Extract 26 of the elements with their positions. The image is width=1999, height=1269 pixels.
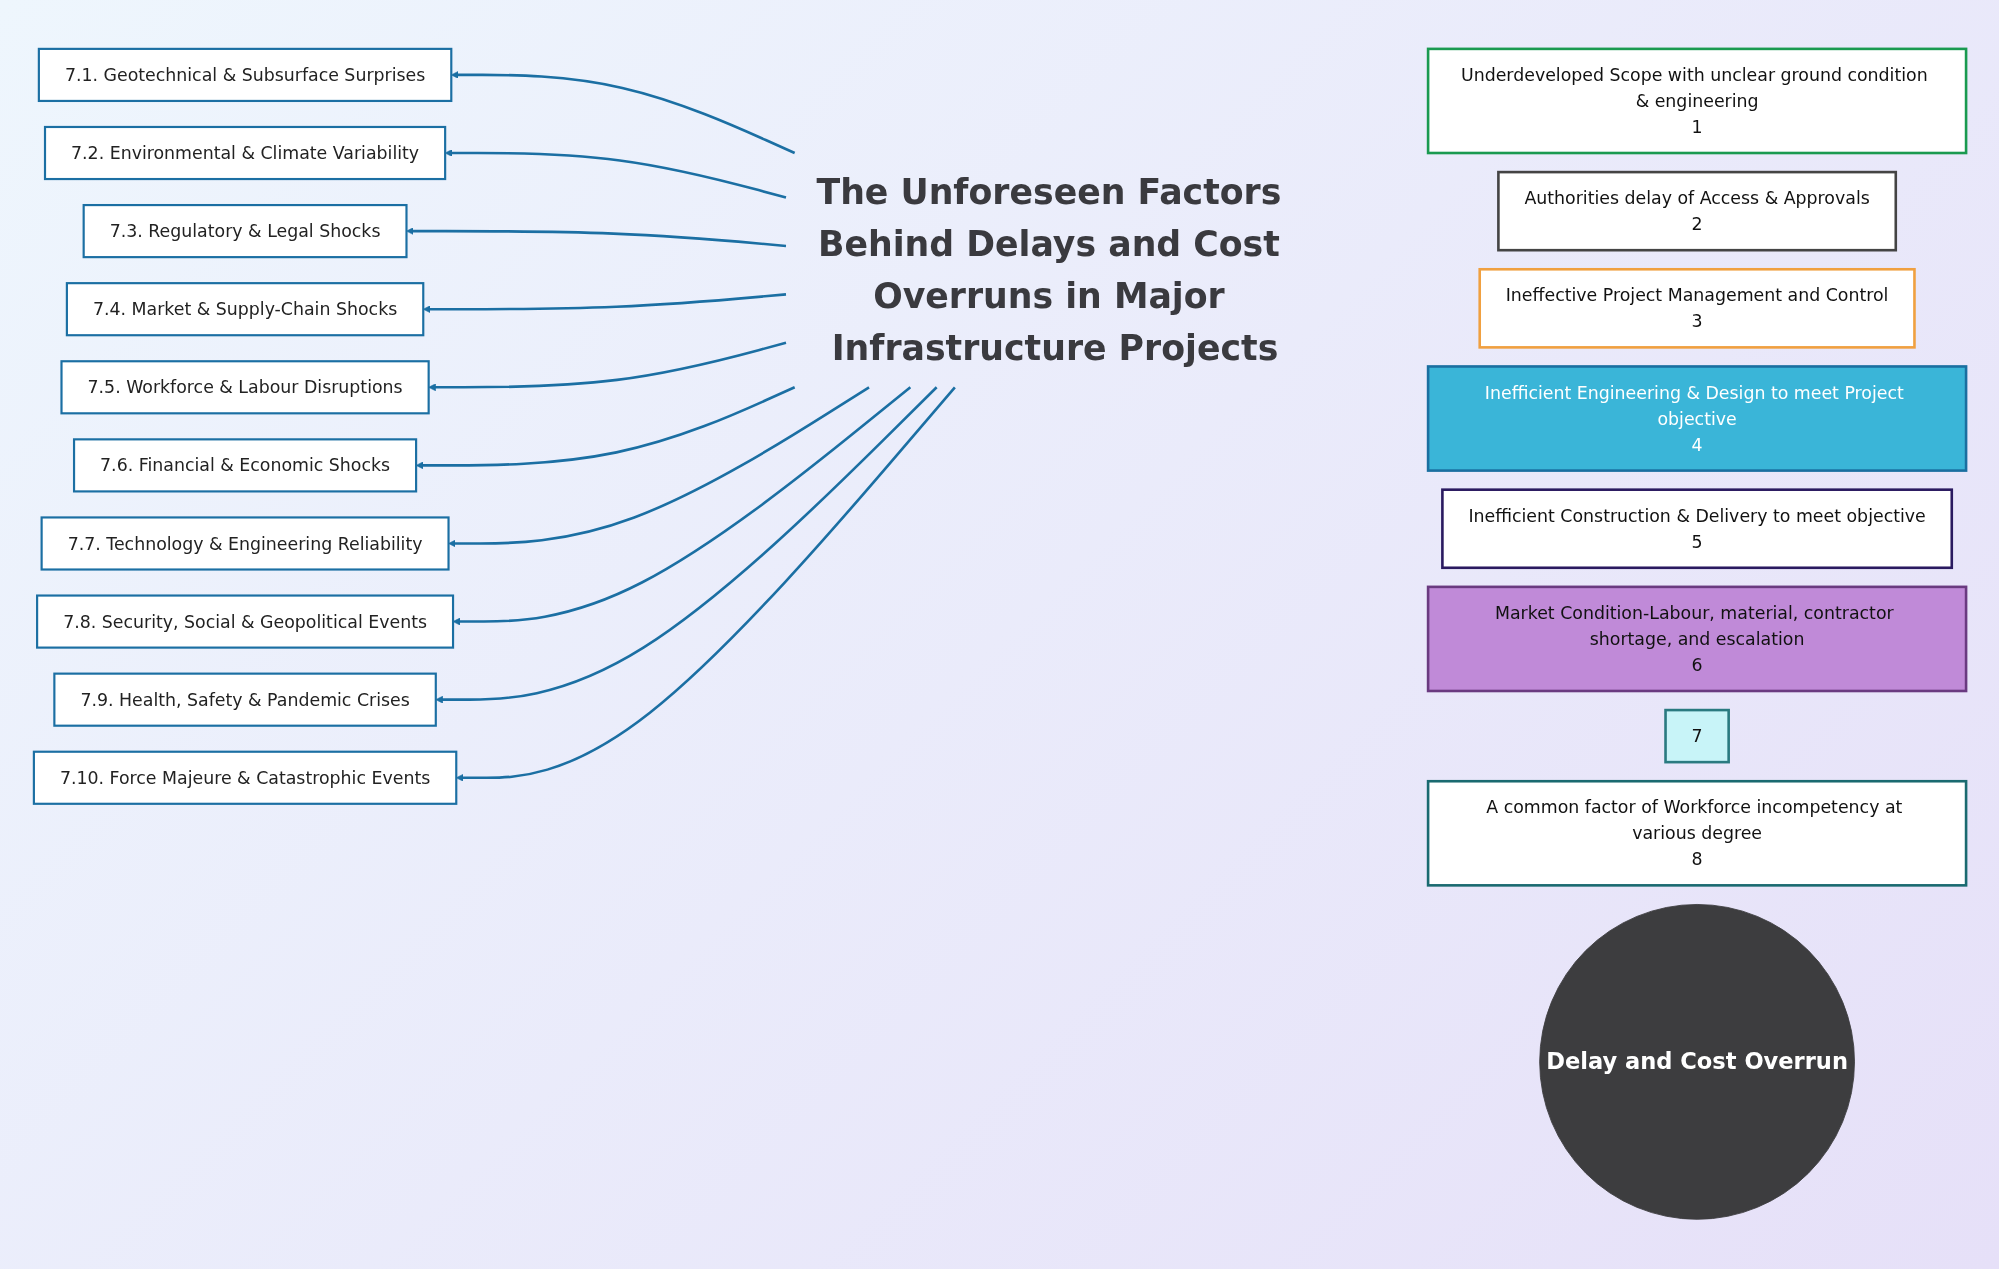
- node-box: [1496, 171, 1897, 252]
- node-box: [1426, 780, 1967, 888]
- arrow: [415, 386, 795, 470]
- node-text: The Unforeseen Factors Behind Delays and Cost Overruns in Major Infrastructure Projects: [815, 172, 1281, 369]
- node-box: [1426, 48, 1967, 155]
- node-box: [52, 672, 437, 728]
- node-circle: [1538, 904, 1855, 1221]
- node-box: [40, 516, 450, 571]
- node-box: [1440, 488, 1953, 570]
- arrow: [444, 149, 786, 200]
- node-box: [82, 204, 408, 259]
- node-box: [65, 282, 424, 337]
- node-box: [1663, 709, 1730, 764]
- node-box: [1477, 268, 1916, 350]
- node-box: [37, 48, 452, 103]
- arrow: [452, 386, 911, 626]
- node-box: [59, 360, 430, 415]
- node-box: [43, 126, 446, 181]
- node-box: [35, 594, 454, 650]
- arrow: [422, 293, 786, 314]
- node-box: [1426, 365, 1967, 473]
- node-box: [72, 438, 417, 493]
- arrow: [450, 71, 795, 155]
- arrow: [455, 386, 956, 782]
- node-box: [1426, 585, 1967, 693]
- node-box: [32, 751, 457, 806]
